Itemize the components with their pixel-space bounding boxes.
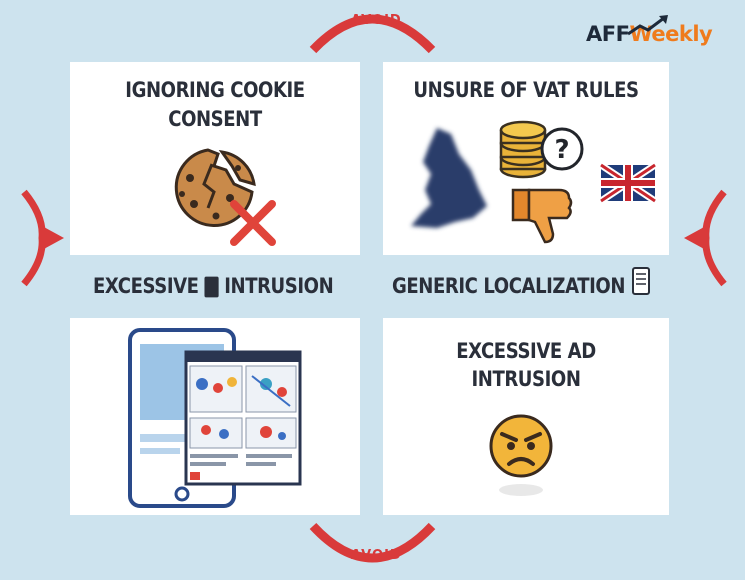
document-icon bbox=[632, 267, 650, 295]
right-bracket-decoration bbox=[684, 189, 727, 287]
vat-rules-panel: UNSURE OF VAT RULES ? bbox=[383, 62, 669, 255]
question-icon: ? bbox=[540, 127, 584, 171]
bottom-arc-decoration bbox=[309, 522, 436, 563]
avoid-top-label: AVOID bbox=[351, 13, 402, 28]
ad-title-line1: EXCESSIVE AD bbox=[456, 339, 596, 363]
avoid-bottom-label: AVOID bbox=[351, 548, 402, 563]
top-arc-decoration bbox=[309, 14, 436, 54]
cookie-title-line2: CONSENT bbox=[168, 107, 262, 131]
coins-icon bbox=[499, 120, 547, 179]
logo-trend-arrow-icon bbox=[627, 15, 668, 36]
logo-aff: AFF bbox=[586, 22, 630, 46]
excessive-intrusion-label: EXCESSIVE 🀫 INTRUSION bbox=[93, 274, 334, 298]
cookie-title-line1: IGNORING COOKIE bbox=[125, 78, 305, 102]
angry-face-icon bbox=[489, 414, 553, 496]
tablet-icon bbox=[128, 328, 302, 508]
left-bracket-decoration bbox=[21, 189, 64, 287]
uk-flag-icon bbox=[599, 162, 657, 204]
cookie-consent-panel: IGNORING COOKIE CONSENT bbox=[70, 62, 360, 255]
thumbs-down-icon bbox=[511, 188, 573, 244]
excessive-ad-intrusion-panel: EXCESSIVE AD INTRUSION bbox=[383, 318, 669, 515]
vat-title: UNSURE OF VAT RULES bbox=[413, 78, 639, 102]
generic-localization-label: GENERIC LOCALIZATION bbox=[392, 274, 626, 298]
ad-title-line2: INTRUSION bbox=[471, 367, 581, 391]
svg-text:?: ? bbox=[554, 135, 569, 165]
excessive-intrusion-panel bbox=[70, 318, 360, 515]
uk-map-icon bbox=[411, 128, 487, 228]
red-x-icon bbox=[230, 200, 276, 246]
